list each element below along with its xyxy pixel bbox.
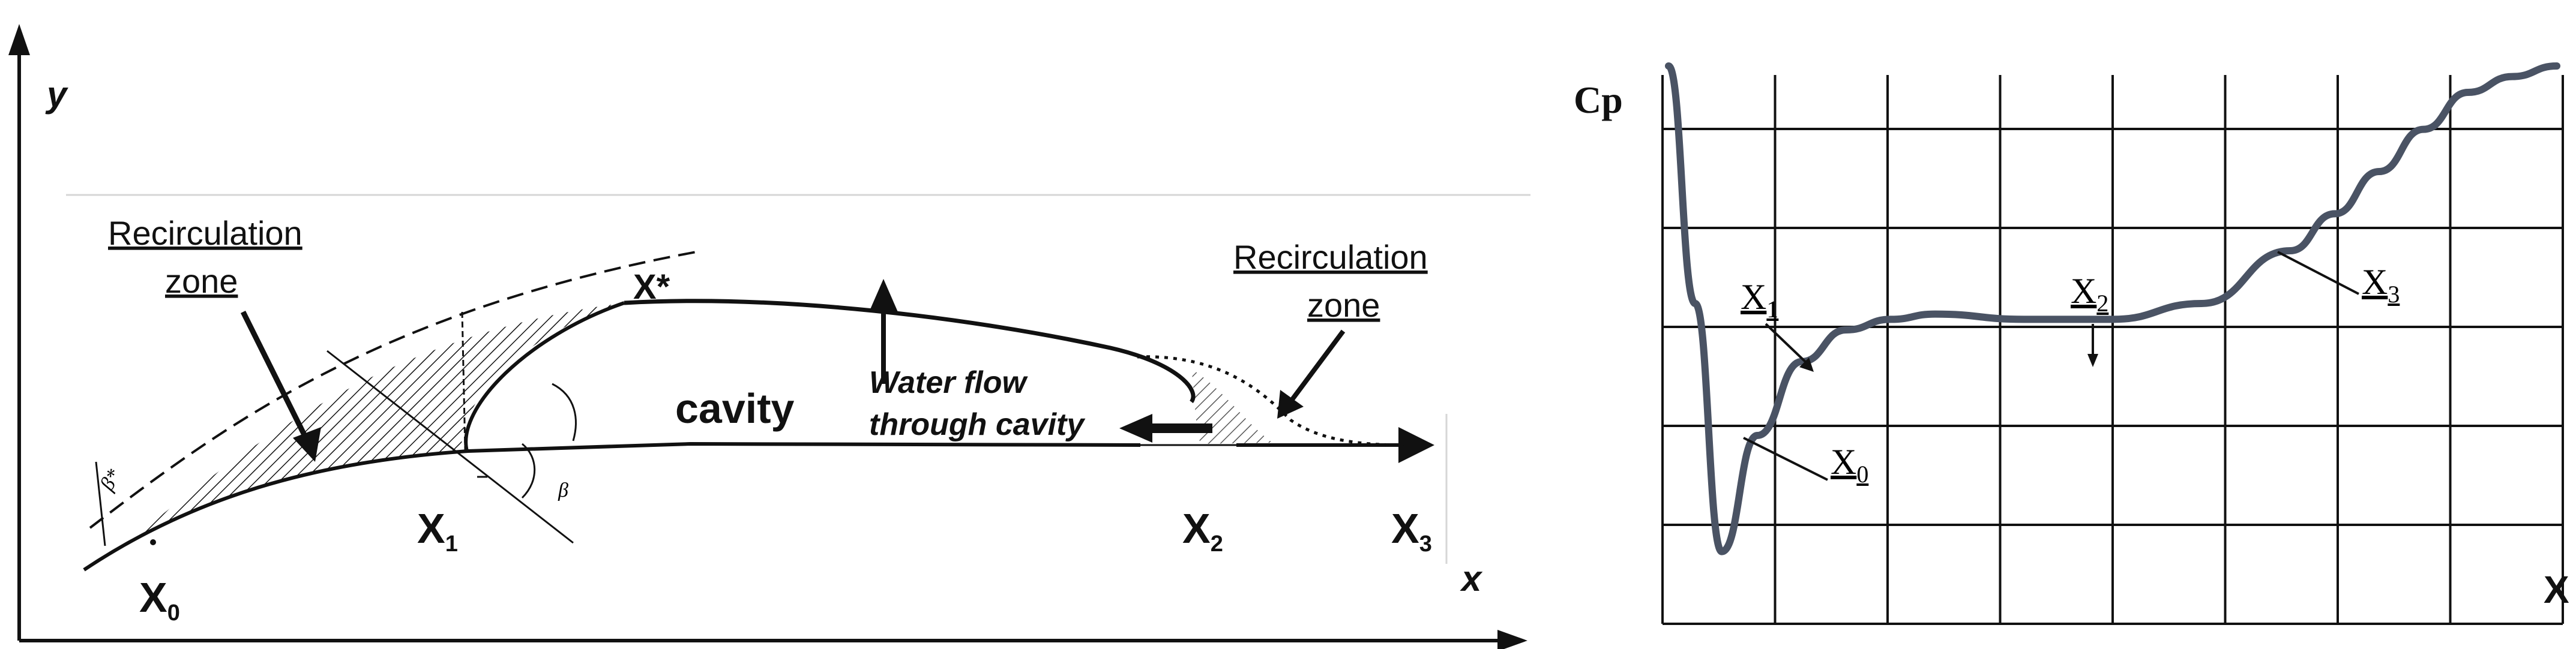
svg-text:X2: X2: [1182, 505, 1223, 557]
water-flow-up-arrowhead: [869, 279, 898, 312]
cavity-boundary-inner: [464, 301, 625, 452]
x3-label: X3: [1391, 505, 1432, 557]
x2-label: X2: [1182, 505, 1223, 557]
x1-pointer: [1765, 323, 1808, 364]
cavity-boundary-upper: [624, 299, 1196, 404]
section-line-2: [461, 311, 466, 450]
cp-x3-label: X3: [2362, 262, 2400, 308]
x-axis-label-right: X: [2544, 568, 2569, 611]
svg-text:X2: X2: [2071, 271, 2108, 317]
x0-pointer: [1743, 437, 1828, 481]
cp-chart: Cp X X0 X1 X2 X3: [1574, 62, 2569, 625]
recirculation-zone-left: [123, 303, 624, 545]
cp-x1-label: X1: [1741, 277, 1778, 323]
cavity-closure-dotted: [1137, 355, 1405, 447]
x2-pointer-head: [2087, 354, 2098, 367]
beta-star-line: [95, 461, 106, 546]
recirc-right-line1: Recirculation: [1233, 238, 1428, 276]
water-flow-line1: Water flow: [869, 365, 1029, 400]
beta-arc: [521, 443, 536, 499]
y-axis-label: y: [45, 74, 68, 115]
leftward-flow-bar: [1143, 423, 1212, 433]
svg-text:X1: X1: [1741, 277, 1778, 323]
x3-pointer: [2277, 251, 2359, 295]
x0-marker: [150, 539, 156, 545]
x-axis-label: x: [1460, 558, 1483, 599]
recirc-left-line1: Recirculation: [108, 214, 302, 252]
svg-text:X1: X1: [417, 505, 458, 557]
beta-label: β: [558, 479, 568, 501]
cp-curve: [1665, 62, 2560, 555]
x0-label: X0: [139, 574, 180, 626]
body-surface: [83, 441, 1141, 572]
recirc-right-line2: zone: [1307, 286, 1380, 324]
svg-text:X3: X3: [1391, 505, 1432, 557]
recirc-left-pointer-head: [293, 427, 321, 462]
cp-x2-label: X2: [2071, 271, 2108, 317]
beta-star-label: β*: [95, 465, 125, 495]
recirc-left-pointer: [240, 310, 310, 443]
y-axis-arrowhead: [8, 24, 30, 55]
svg-text:X3: X3: [2362, 262, 2400, 308]
cp-grid: [1661, 75, 2564, 625]
cp-x0-label: X0: [1831, 442, 1868, 488]
recirc-right-pointer-head: [1277, 390, 1304, 419]
x-axis-arrowhead: [1497, 630, 1527, 649]
section-line-1: [327, 350, 574, 544]
svg-text:X0: X0: [1831, 442, 1868, 488]
cavity-label: cavity: [675, 385, 795, 432]
water-flow-line2: through cavity: [869, 407, 1086, 442]
dashed-streamline: [89, 251, 697, 529]
leftward-flow-arrowhead: [1119, 414, 1152, 443]
cp-axis-label: Cp: [1574, 79, 1623, 121]
x1-label: X1: [417, 505, 458, 557]
recirc-left-line2: zone: [165, 262, 238, 300]
x-star-label: X*: [633, 268, 670, 307]
cavity-diagram: y x β* β Recirculation zone: [8, 24, 1530, 649]
beta-arc-top: [552, 383, 577, 441]
svg-text:X0: X0: [139, 574, 180, 626]
x1-pointer-head: [1799, 357, 1814, 372]
recirc-right-pointer: [1288, 329, 1346, 404]
